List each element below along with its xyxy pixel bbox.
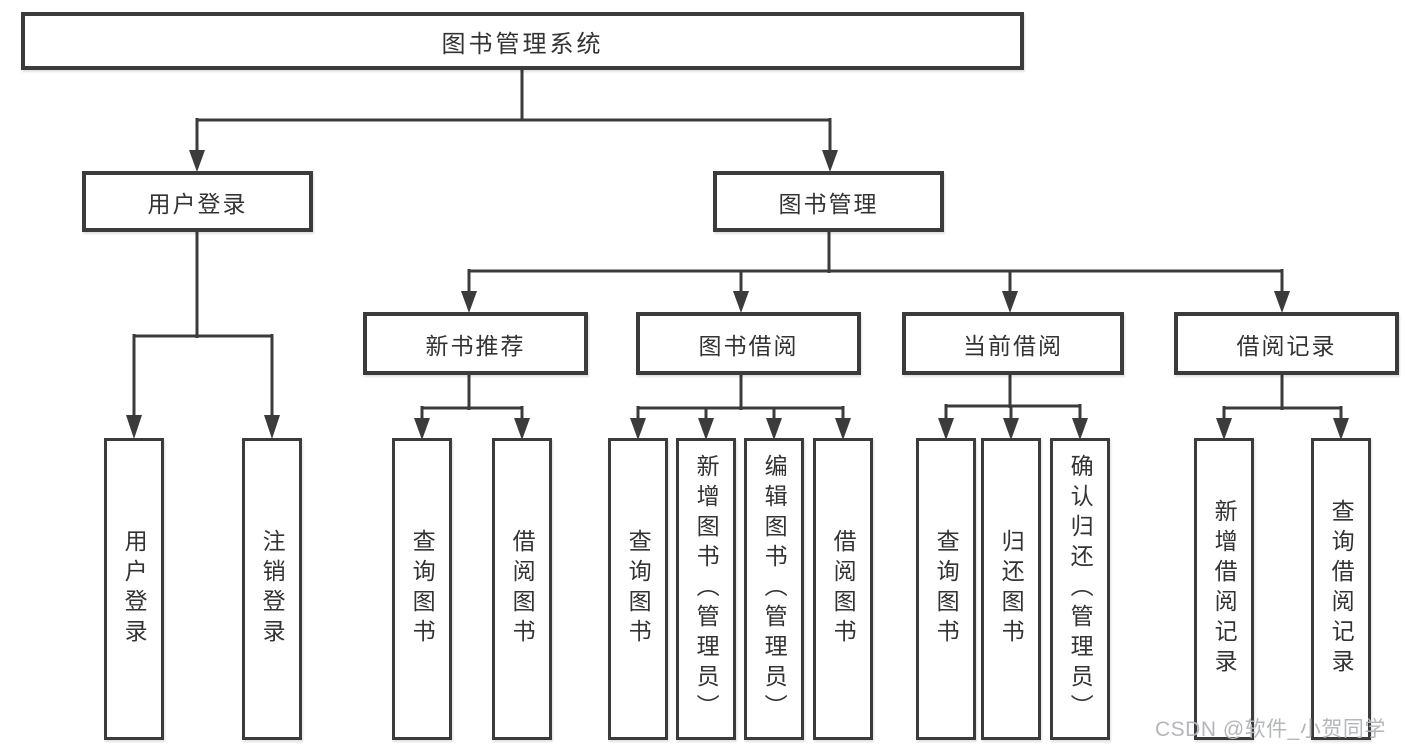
leaf-logout-label: 注销登录	[259, 529, 286, 649]
connector-recommend-split	[414, 375, 530, 440]
leaf-add-borrow-record-label: 新增借阅记录	[1211, 499, 1238, 679]
leaf-query-borrow-record: 查询借阅记录	[1311, 438, 1371, 740]
node-user-login: 用户登录	[82, 171, 313, 232]
connector-root-split	[189, 70, 838, 172]
node-new-book-recommend: 新书推荐	[363, 312, 588, 375]
leaf-recommend-borrow-books-label: 借阅图书	[509, 529, 536, 649]
leaf-add-borrow-record: 新增借阅记录	[1194, 438, 1254, 740]
leaf-recommend-query-books-label: 查询图书	[409, 529, 436, 649]
leaf-confirm-return-admin-label: 确认归还（管理员）	[1067, 454, 1094, 724]
leaf-return-book-label: 归还图书	[998, 529, 1025, 649]
leaf-current-query-books-label: 查询图书	[933, 529, 960, 649]
leaf-user-login: 用户登录	[104, 438, 164, 740]
node-root-label: 图书管理系统	[441, 30, 604, 58]
watermark: CSDN @软件_小贺同学	[1155, 718, 1386, 741]
node-root: 图书管理系统	[21, 12, 1024, 70]
leaf-edit-book-admin: 编辑图书（管理员）	[744, 438, 804, 740]
leaf-add-book-admin: 新增图书（管理员）	[676, 438, 736, 740]
node-book-management-label: 图书管理	[778, 190, 879, 217]
leaf-return-book: 归还图书	[981, 438, 1041, 740]
leaf-confirm-return-admin: 确认归还（管理员）	[1050, 438, 1110, 740]
leaf-current-query-books: 查询图书	[916, 438, 976, 740]
connector-borrow-split	[630, 375, 851, 440]
leaf-user-login-label: 用户登录	[121, 529, 148, 649]
leaf-query-borrow-record-label: 查询借阅记录	[1328, 499, 1355, 679]
node-book-borrow-label: 图书借阅	[698, 332, 799, 359]
node-current-borrow-label: 当前借阅	[963, 332, 1063, 359]
node-borrow-records: 借阅记录	[1174, 312, 1399, 375]
leaf-borrow-query-books-label: 查询图书	[625, 529, 652, 649]
leaf-borrow-borrow-books: 借阅图书	[813, 438, 873, 740]
leaf-logout: 注销登录	[242, 438, 302, 740]
connector-book-split	[461, 232, 1290, 313]
connector-records-split	[1216, 375, 1349, 440]
leaf-edit-book-admin-label: 编辑图书（管理员）	[761, 454, 788, 724]
node-book-management: 图书管理	[713, 171, 944, 232]
leaf-recommend-borrow-books: 借阅图书	[492, 438, 552, 740]
leaf-recommend-query-books: 查询图书	[392, 438, 452, 740]
node-user-login-label: 用户登录	[147, 190, 248, 217]
leaf-borrow-borrow-books-label: 借阅图书	[830, 529, 857, 649]
node-current-borrow: 当前借阅	[902, 312, 1124, 375]
node-book-borrow: 图书借阅	[636, 312, 861, 375]
node-borrow-records-label: 借阅记录	[1236, 332, 1337, 359]
leaf-add-book-admin-label: 新增图书（管理员）	[693, 454, 720, 724]
connector-user-split	[126, 232, 280, 439]
leaf-borrow-query-books: 查询图书	[608, 438, 668, 740]
node-new-book-recommend-label: 新书推荐	[425, 332, 526, 359]
connector-current-split	[938, 375, 1088, 440]
